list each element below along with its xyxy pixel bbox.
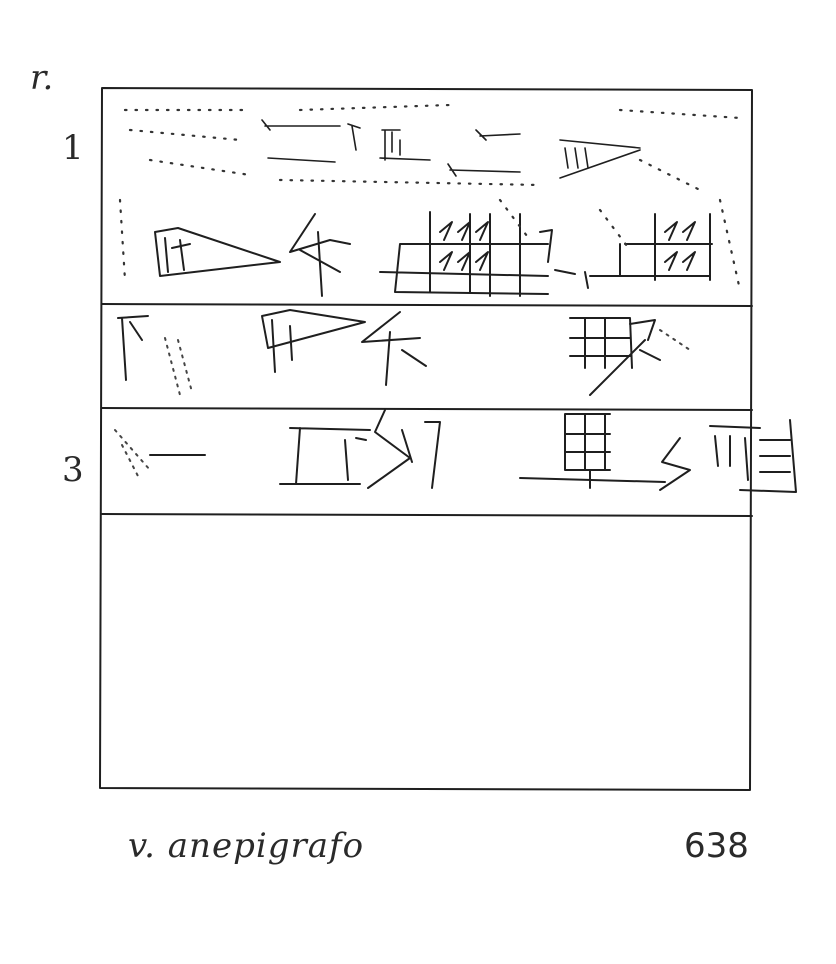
ruling-line-3 bbox=[101, 513, 753, 517]
ruling-line-2 bbox=[101, 407, 753, 411]
line-number-1: 1 bbox=[62, 128, 84, 168]
line-3-damage bbox=[114, 429, 151, 481]
obverse-side-label: r. bbox=[30, 58, 54, 98]
line-number-3: 3 bbox=[62, 450, 84, 490]
line-2-damage bbox=[164, 329, 691, 396]
line-2-signs bbox=[117, 309, 661, 396]
reverse-side-note: v. anepigrafo bbox=[128, 826, 365, 866]
line-1-main-signs bbox=[154, 211, 713, 297]
line-1-damage-dots bbox=[118, 103, 742, 292]
tablet-frame bbox=[99, 87, 753, 791]
catalogue-number: 638 bbox=[684, 826, 749, 866]
line-1-top-signs bbox=[261, 119, 641, 179]
line-3-signs bbox=[149, 409, 797, 493]
ruling-line-1 bbox=[101, 303, 753, 307]
